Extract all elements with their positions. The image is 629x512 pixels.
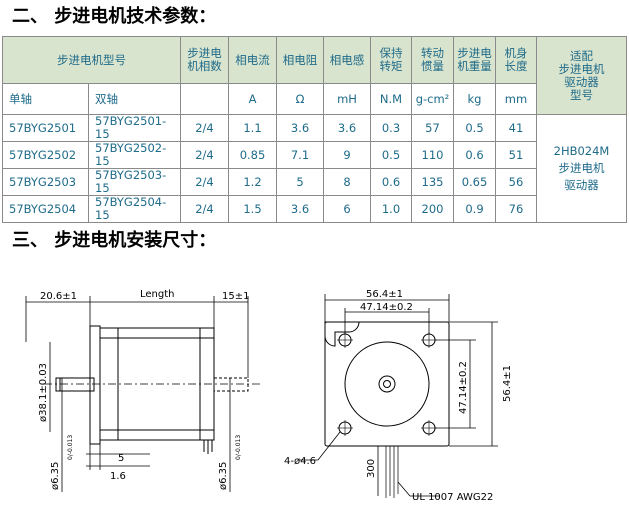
header-resistance: 相电阻 [276,36,324,84]
cell-double: 57BYG2501-15 [88,114,181,142]
dim-height-holes: 47.14±0.2 [458,361,469,414]
unit-resistance: Ω [276,83,324,115]
dim-5: 5 [118,453,124,464]
front-view [298,294,498,498]
dim-dia-shaft: ø6.35 [50,462,61,490]
dim-holes: 4-ø4.6 [284,456,316,467]
cell-double: 57BYG2504-15 [88,195,181,223]
header-length-text: 机身长度 [504,46,528,73]
header-length: 机身长度 [495,36,537,84]
dim-height-outer: 56.4±1 [502,365,513,402]
header-inertia: 转动惯量 [411,36,454,84]
cell-weight: 0.9 [453,195,496,223]
cell-current: 1.2 [228,168,277,196]
unit-weight: kg [453,83,496,115]
dim-rear-dia: ø6.35 [218,462,229,490]
cell-single: 57BYG2502 [2,141,89,169]
header-phases: 步进电机相数 [180,36,229,84]
unit-length: mm [495,83,537,115]
dim-flange: 20.6±1 [40,291,77,302]
mounting-drawing: 20.6±1 Length 15±1 ø38.1±0.03 ø6.35 0/-0… [25,289,513,503]
header-inductance: 相电感 [323,36,371,84]
table-row: 57BYG2504 57BYG2504-15 2/4 1.5 3.6 6 1.0… [2,195,627,223]
unit-double: 双轴 [88,83,181,115]
header-inertia-text: 转动惯量 [421,46,444,73]
cell-weight: 0.5 [453,114,496,142]
cell-single: 57BYG2504 [2,195,89,223]
dim-width-outer: 56.4±1 [366,289,403,300]
cell-length: 41 [495,114,537,142]
table-unit-row: 单轴 双轴 A Ω mH N.M g-cm² kg mm [2,83,627,115]
cell-phases: 2/4 [180,195,229,223]
table-row: 57BYG2501 57BYG2501-15 2/4 1.1 3.6 3.6 0… [2,114,627,223]
unit-inductance: mH [323,83,371,115]
dim-dia-shaft-tol: 0/-0.013 [67,435,74,460]
dim-lead-length: 300 [366,459,377,478]
cell-double: 57BYG2503-15 [88,168,181,196]
unit-current: A [228,83,277,115]
table-header-row: 步进电机型号 步进电机相数 相电流 相电阻 相电感 保持转矩 转动惯量 步进电机… [2,36,627,115]
cell-resistance: 3.6 [276,114,324,142]
unit-phases [180,83,229,115]
cell-weight: 0.65 [453,168,496,196]
header-phases-text: 步进电机相数 [187,46,222,73]
header-driver-text: 适配步进电机驱动器型号 [558,48,605,102]
cell-inductance: 6 [323,195,371,223]
cell-phases: 2/4 [180,168,229,196]
cell-current: 1.1 [228,114,277,142]
cell-single: 57BYG2501 [2,114,89,142]
cable-spec: UL 1007 AWG22 [412,492,493,503]
cell-double: 57BYG2502-15 [88,141,181,169]
cell-current: 1.5 [228,195,277,223]
header-torque: 保持转矩 [370,36,412,84]
cell-phases: 2/4 [180,141,229,169]
cell-torque: 1.0 [370,195,412,223]
cell-weight: 0.6 [453,141,496,169]
header-model: 步进电机型号 [2,36,181,84]
cell-current: 0.85 [228,141,277,169]
header-driver: 适配步进电机驱动器型号 [536,36,627,115]
cell-inertia: 110 [411,141,454,169]
cell-inductance: 9 [323,141,371,169]
section-title-install: 三、 步进电机安装尺寸： [12,230,217,251]
table-row: 57BYG2503 57BYG2503-15 2/4 1.2 5 8 0.6 1… [2,168,627,196]
side-view [25,296,260,492]
cell-length: 51 [495,141,537,169]
header-weight: 步进电机重量 [453,36,496,84]
header-torque-text: 保持转矩 [379,46,403,73]
unit-torque: N.M [370,83,412,115]
unit-single: 单轴 [2,83,89,115]
cell-torque: 0.6 [370,168,412,196]
section-title-params: 二、 步进电机技术参数： [12,6,217,27]
cell-torque: 0.3 [370,114,412,142]
dim-rear-dia-tol: 0/-0.013 [235,435,242,460]
cell-inductance: 8 [323,168,371,196]
dim-width-holes: 47.14±0.2 [360,302,413,313]
dim-rear: 15±1 [222,291,249,302]
cell-inertia: 200 [411,195,454,223]
table-row: 57BYG2502 57BYG2502-15 2/4 0.85 7.1 9 0.… [2,141,627,169]
cell-inertia: 135 [411,168,454,196]
cell-resistance: 5 [276,168,324,196]
spec-table: 步进电机型号 步进电机相数 相电流 相电阻 相电感 保持转矩 转动惯量 步进电机… [2,36,627,223]
cell-resistance: 7.1 [276,141,324,169]
dim-length: Length [140,289,175,300]
cell-inertia: 57 [411,114,454,142]
dim-1-6: 1.6 [110,471,126,482]
cell-torque: 0.5 [370,141,412,169]
cell-phases: 2/4 [180,114,229,142]
cell-length: 76 [495,195,537,223]
unit-inertia: g-cm² [411,83,454,115]
cell-single: 57BYG2503 [2,168,89,196]
header-current: 相电流 [228,36,277,84]
cell-length: 56 [495,168,537,196]
dim-dia-38: ø38.1±0.03 [38,363,49,422]
cell-inductance: 3.6 [323,114,371,142]
header-weight-text: 步进电机重量 [457,46,492,73]
cell-resistance: 3.6 [276,195,324,223]
